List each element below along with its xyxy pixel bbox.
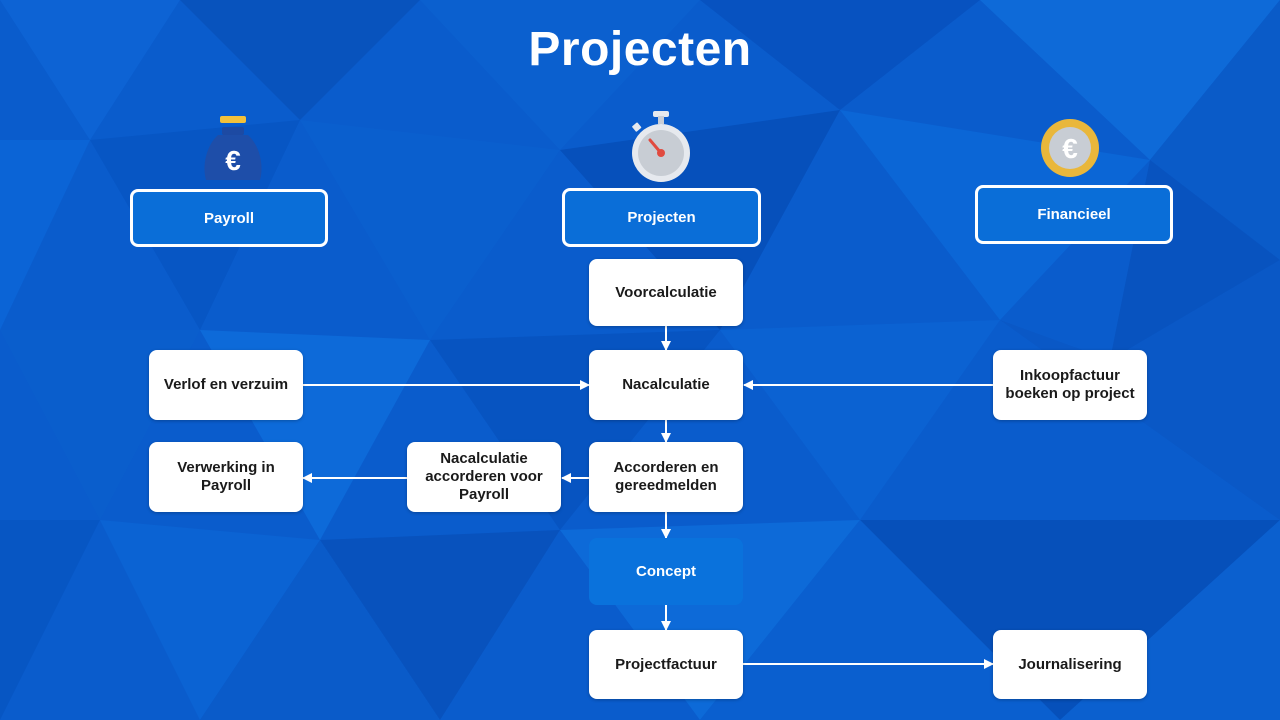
euro-coin-icon: € [1040,118,1100,178]
column-header-financieel-label: Financieel [1037,206,1111,223]
column-header-financieel: Financieel [975,185,1173,244]
column-header-projecten: Projecten [562,188,761,247]
node-nacalculatie: Nacalculatie [589,350,743,420]
column-header-projecten-label: Projecten [627,209,696,226]
svg-text:€: € [225,145,241,176]
node-concept: Concept [589,538,743,605]
node-verlof-en-verzuim: Verlof en verzuim [149,350,303,420]
node-verwerking-in-payroll: Verwerking in Payroll [149,442,303,512]
page-title: Projecten [528,23,752,76]
money-bag-euro-icon: € [198,114,268,184]
node-projectfactuur: Projectfactuur [589,630,743,699]
node-inkoopfactuur: Inkoopfactuur boeken op project [993,350,1147,420]
node-accorderen-en-gereedmelden: Accorderen en gereedmelden [589,442,743,512]
node-voorcalculatie: Voorcalculatie [589,259,743,326]
svg-text:€: € [1062,133,1078,164]
column-header-payroll: Payroll [130,189,328,247]
stopwatch-icon [628,110,694,184]
node-journalisering: Journalisering [993,630,1147,699]
column-header-payroll-label: Payroll [203,209,255,227]
node-nacalculatie-accorderen-voor-payroll: Nacalculatie accorderen voor Payroll [407,442,561,512]
